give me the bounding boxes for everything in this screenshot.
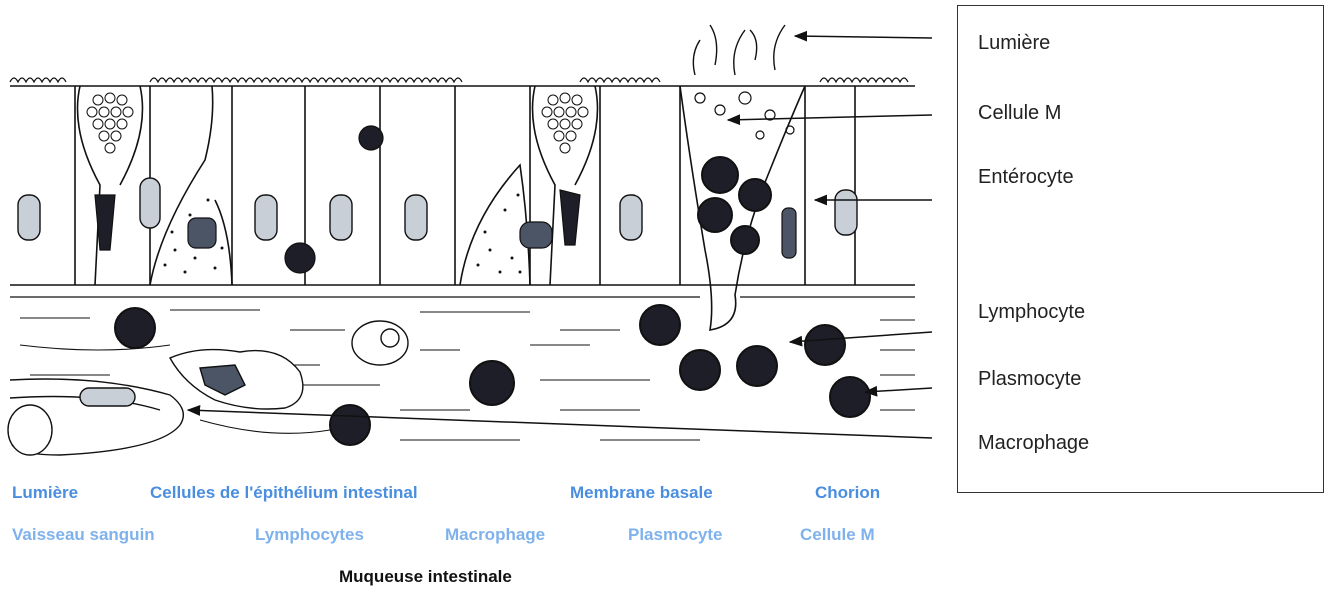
legend-label-enterocyte: Entérocyte — [978, 166, 1074, 189]
caption-chorion: Chorion — [815, 483, 880, 503]
caption-macrophage: Macrophage — [445, 525, 545, 545]
legend-label-cellule-m: Cellule M — [978, 102, 1061, 125]
mucus-granules — [542, 93, 588, 153]
legend-label-lymphocyte: Lymphocyte — [978, 301, 1085, 324]
stippled-cell — [460, 165, 530, 285]
caption-plasmocyte: Plasmocyte — [628, 525, 723, 545]
mucus-granules — [87, 93, 133, 153]
legend-label-macrophage: Macrophage — [978, 432, 1089, 455]
caption-lumiere: Lumière — [12, 483, 78, 503]
arrow-plasmocyte — [865, 388, 932, 392]
arrow-lumiere — [795, 36, 932, 38]
dark-nuclei — [95, 126, 796, 273]
m-cell-vesicles — [695, 92, 794, 139]
caption-cellule-m: Cellule M — [800, 525, 875, 545]
caption-epithelium: Cellules de l'épithélium intestinal — [150, 483, 418, 503]
legend-label-plasmocyte: Plasmocyte — [978, 368, 1081, 391]
caption-membrane-basale: Membrane basale — [570, 483, 713, 503]
arrow-macrophage — [188, 410, 932, 438]
m-cell-villi — [693, 25, 785, 75]
arrow-cellule-m — [728, 115, 932, 120]
blood-vessel — [8, 379, 183, 455]
brush-border — [10, 78, 908, 82]
stippled-cell — [150, 86, 232, 285]
goblet-cell — [533, 86, 598, 285]
cell-boundaries — [75, 86, 855, 285]
caption-vaisseau-sanguin: Vaisseau sanguin — [12, 525, 155, 545]
plasmocyte — [352, 321, 408, 365]
goblet-cell — [78, 86, 143, 285]
intestinal-mucosa-diagram — [0, 0, 950, 465]
caption-lymphocytes: Lymphocytes — [255, 525, 364, 545]
legend-box: Lumière Cellule M Entérocyte Lymphocyte … — [957, 5, 1324, 493]
macrophage — [170, 350, 303, 409]
diagram-title: Muqueuse intestinale — [339, 567, 512, 587]
legend-label-lumiere: Lumière — [978, 32, 1050, 55]
